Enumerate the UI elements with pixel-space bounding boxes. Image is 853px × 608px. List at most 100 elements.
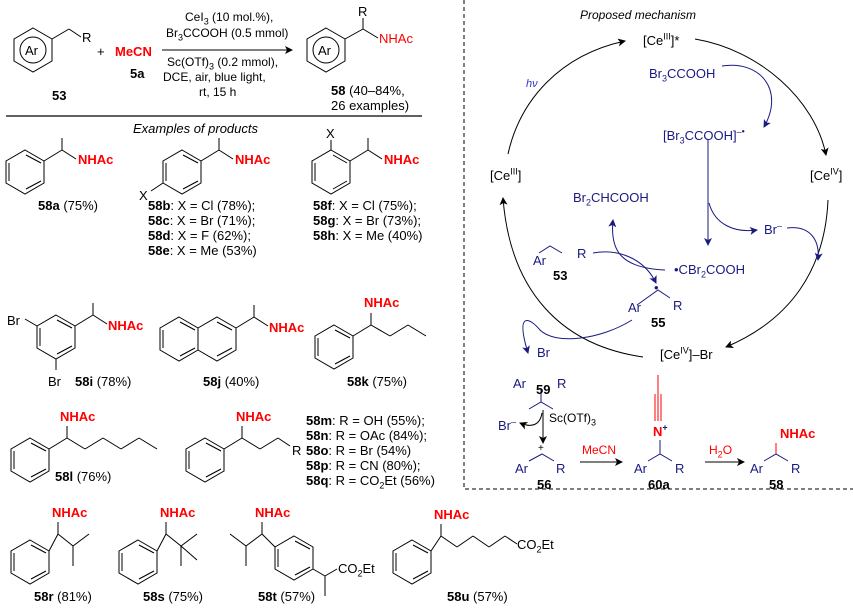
text-fragment: (81%) — [53, 589, 92, 604]
label-58j: 58j (40%) — [203, 374, 259, 389]
nhac-58f: NHAc — [384, 152, 420, 167]
text-fragment: : X = Br (73%); — [335, 213, 422, 228]
text-fragment: –• — [736, 126, 745, 137]
text-fragment: 2 — [379, 480, 385, 491]
structure-58t — [229, 522, 338, 596]
hv-label: hν — [526, 78, 538, 90]
text-fragment: 2 — [357, 568, 363, 579]
cycle-arrow-to-ce4 — [694, 38, 829, 156]
text-fragment: 58 — [331, 83, 346, 98]
r-56: R — [556, 461, 566, 476]
r-58: R — [791, 461, 801, 476]
ar-53: Ar — [533, 253, 546, 268]
text-fragment: 58t — [258, 589, 277, 604]
label-58t: 58t (57%) — [258, 589, 315, 604]
cycle-arrow-hv — [507, 38, 626, 155]
examples-title: Examples of products — [133, 121, 259, 136]
nhac-58i: NHAc — [108, 318, 144, 333]
bromide: Br– — [764, 221, 782, 237]
ce3: [CeIII] — [490, 166, 522, 183]
nhac-58-mech: NHAc — [780, 426, 816, 441]
condition-solvent: DCE, air, blue light, — [163, 70, 266, 84]
text-fragment: 2 — [586, 197, 592, 208]
label-58p: 58p: R = CN (80%); — [306, 458, 421, 473]
text-fragment: : X = Br (71%); — [169, 213, 256, 228]
nhac-58l: NHAc — [60, 409, 96, 424]
reagent-label: 5a — [130, 66, 145, 81]
text-fragment: CeI — [185, 10, 204, 24]
text-fragment: (75%) — [59, 198, 98, 213]
product-summary: 58 (40–84%, — [331, 83, 405, 98]
dibromoacetic-acid: Br2CHCOOH — [573, 190, 649, 208]
text-fragment: III — [510, 166, 518, 177]
label-58k: 58k (75%) — [347, 374, 407, 389]
nhac-58j: NHAc — [269, 320, 305, 335]
reactant-53-structure — [13, 27, 82, 73]
text-fragment: (76%) — [73, 469, 112, 484]
r-55: R — [673, 298, 683, 313]
structure-58j — [159, 305, 269, 362]
text-fragment: – — [511, 416, 517, 427]
text-fragment: CHCOOH — [591, 190, 649, 205]
label-58m: 58m: R = OH (55%); — [306, 413, 425, 428]
text-fragment: 58b — [148, 198, 171, 213]
structure-58b — [150, 138, 234, 195]
text-fragment: : R = Br (54%) — [328, 443, 412, 458]
condition-catalyst: CeI3 (10 mol.%), — [185, 10, 273, 27]
text-fragment: CO — [517, 537, 537, 552]
mechanism-title: Proposed mechanism — [580, 8, 697, 22]
r-59: R — [557, 376, 567, 391]
text-fragment: 3 — [679, 135, 685, 146]
text-fragment: (40–84%, — [345, 83, 405, 98]
x-58f: X — [326, 126, 335, 141]
text-fragment: 3 — [203, 16, 209, 27]
text-fragment: Et — [362, 561, 375, 576]
text-fragment: O — [722, 443, 733, 457]
text-fragment: : X = F (62%); — [170, 228, 251, 243]
arrow-55-to-59 — [522, 319, 633, 354]
text-fragment: 58r — [34, 589, 54, 604]
text-fragment: ] — [517, 168, 522, 183]
condition-time: rt, 15 h — [199, 85, 237, 99]
text-fragment: : X = Cl (78%); — [170, 198, 256, 213]
text-fragment: 58q — [306, 473, 329, 488]
cycle-arrow-to-ce3 — [499, 197, 644, 358]
nhac-58r: NHAc — [52, 505, 88, 520]
water-reagent: H2O — [709, 443, 733, 460]
text-fragment: 58n — [306, 428, 329, 443]
reactant-r-group: R — [82, 30, 92, 45]
text-fragment: 58f — [313, 198, 332, 213]
cycle-arrow-to-ce4br — [725, 199, 829, 348]
label-59: 59 — [536, 382, 551, 397]
ar-59: Ar — [513, 376, 526, 391]
text-fragment: 3 — [591, 417, 597, 428]
text-fragment: (57%) — [276, 589, 316, 604]
structure-58f — [311, 138, 383, 195]
label-58g: 58g: X = Br (73%); — [313, 213, 421, 228]
text-fragment: Br — [573, 190, 586, 205]
nhac-58m: NHAc — [236, 409, 272, 424]
structure-58s — [118, 522, 198, 585]
text-fragment: ]–Br — [688, 347, 713, 362]
ar-55: Ar — [628, 300, 641, 315]
text-fragment: (75%) — [368, 374, 407, 389]
co2et-58t: CO2Et — [338, 561, 375, 579]
text-fragment: : X = Me (53%) — [169, 243, 257, 258]
text-fragment: 58s — [143, 589, 165, 604]
text-fragment: 58c — [148, 213, 170, 228]
ar-58: Ar — [750, 461, 763, 476]
text-fragment: [Br — [663, 128, 680, 143]
nhac-58s: NHAc — [160, 505, 196, 520]
label-58b: 58b: X = Cl (78%); — [148, 198, 255, 213]
cation-plus-56: + — [538, 443, 544, 454]
text-fragment: 58a — [38, 198, 60, 213]
structure-58m — [185, 426, 291, 483]
product-nhac: NHAc — [379, 31, 413, 46]
text-fragment: COOH — [705, 262, 745, 277]
label-58r: 58r (81%) — [34, 589, 92, 604]
text-fragment: (78%) — [93, 374, 132, 389]
scandium-triflate: Sc(OTf)3 — [549, 411, 597, 428]
condition-lewis-acid: Sc(OTf)3 (0.2 mmol), — [167, 55, 278, 71]
text-fragment: 2 — [717, 449, 723, 460]
arrow-br-to-ce4 — [786, 227, 823, 261]
